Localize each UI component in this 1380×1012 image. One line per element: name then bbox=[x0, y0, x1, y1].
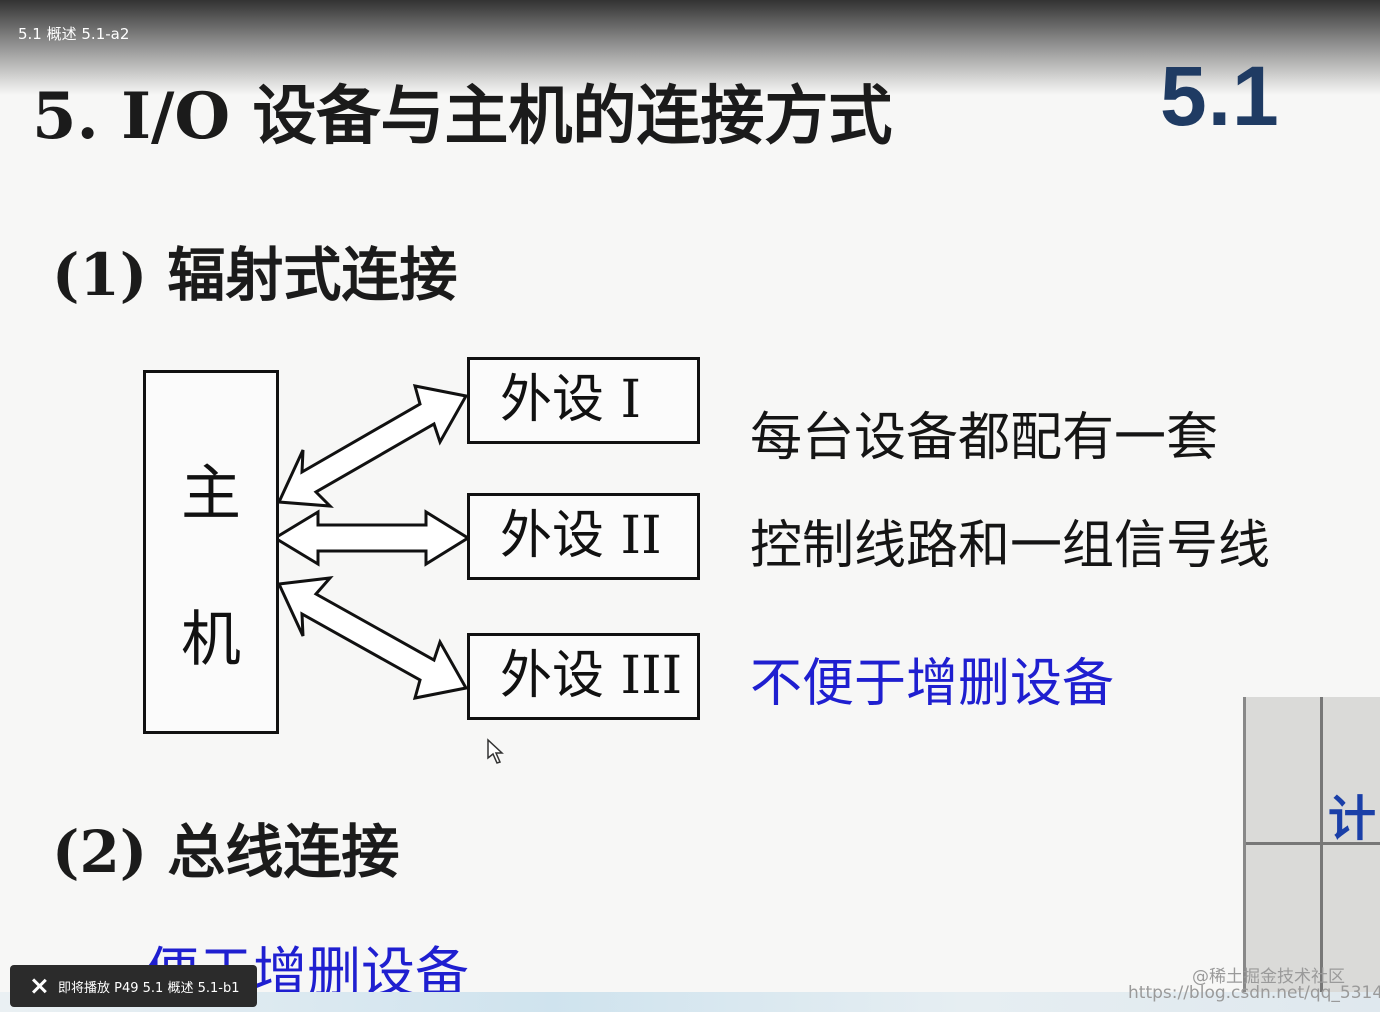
up-next-toast[interactable]: 即将播放 P49 5.1 概述 5.1-b1 bbox=[10, 965, 257, 1007]
heading-radial-connection: (1) 辐射式连接 bbox=[52, 241, 458, 309]
watermark-community: @稀土掘金技术社区 bbox=[1192, 967, 1345, 987]
mouse-cursor-icon bbox=[487, 738, 504, 764]
slide-title: 5. I/O 设备与主机的连接方式 bbox=[32, 79, 893, 154]
webcam-text: 计 bbox=[1328, 791, 1377, 847]
arrow-host-device-2 bbox=[272, 509, 471, 567]
watermark-url: https://blog.csdn.net/qq_53142368 bbox=[1128, 983, 1380, 1003]
video-title: 5.1 概述 5.1-a2 bbox=[18, 25, 130, 43]
section-number: 5.1 bbox=[1160, 49, 1280, 143]
host-label-1: 主 bbox=[181, 459, 241, 529]
bottom-strip bbox=[0, 992, 1380, 1012]
host-label-2: 机 bbox=[181, 605, 241, 675]
note-line-1: 每台设备都配有一套 bbox=[750, 408, 1219, 468]
heading-bus-connection: (2) 总线连接 bbox=[52, 818, 400, 886]
device-1-box: 外设 I bbox=[467, 357, 700, 444]
arrow-host-device-1 bbox=[276, 384, 469, 508]
device-3-box: 外设 III bbox=[467, 633, 700, 720]
host-box: 主 机 bbox=[143, 370, 279, 734]
close-icon[interactable] bbox=[30, 977, 48, 995]
device-2-box: 外设 II bbox=[467, 493, 700, 580]
note-disadvantage: 不便于增删设备 bbox=[750, 654, 1115, 714]
up-next-label: 即将播放 P49 5.1 概述 5.1-b1 bbox=[58, 980, 240, 996]
arrow-host-device-3 bbox=[276, 576, 469, 700]
note-line-2: 控制线路和一组信号线 bbox=[750, 516, 1271, 576]
video-top-overlay bbox=[0, 0, 1380, 95]
webcam-overlay: 计 bbox=[1243, 697, 1380, 1012]
